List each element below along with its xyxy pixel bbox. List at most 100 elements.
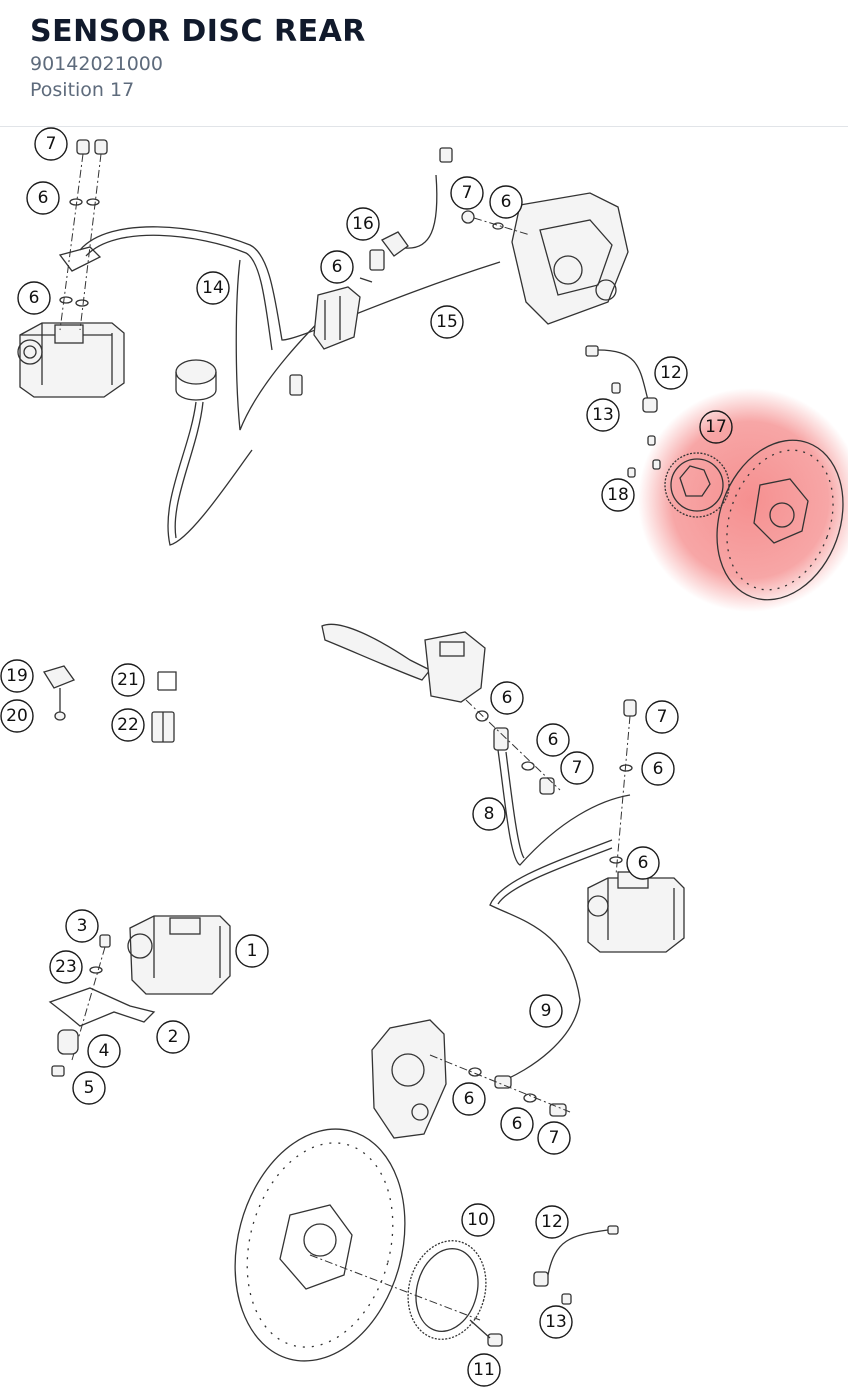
svg-text:8: 8 bbox=[484, 804, 495, 824]
callout-13[interactable]: 13 bbox=[586, 398, 620, 432]
sensor-12-top[interactable] bbox=[585, 345, 661, 478]
svg-text:6: 6 bbox=[653, 759, 664, 779]
master-cylinder-top[interactable] bbox=[289, 286, 361, 396]
callout-10[interactable]: 10 bbox=[461, 1203, 495, 1237]
brake-disc-front[interactable] bbox=[210, 1110, 481, 1380]
svg-text:6: 6 bbox=[548, 730, 559, 750]
svg-text:11: 11 bbox=[473, 1360, 495, 1380]
svg-text:6: 6 bbox=[38, 188, 49, 208]
callout-6[interactable]: 6 bbox=[641, 752, 675, 786]
svg-text:3: 3 bbox=[77, 916, 88, 936]
svg-text:1: 1 bbox=[247, 941, 258, 961]
abs-unit-top[interactable] bbox=[17, 322, 125, 398]
callout-8[interactable]: 8 bbox=[472, 797, 506, 831]
svg-text:13: 13 bbox=[592, 405, 614, 425]
part-position: Position 17 bbox=[30, 79, 135, 101]
callout-7[interactable]: 7 bbox=[560, 751, 594, 785]
svg-text:7: 7 bbox=[549, 1128, 560, 1148]
callout-21[interactable]: 21 bbox=[111, 663, 145, 697]
svg-text:22: 22 bbox=[117, 715, 139, 735]
sensor-disc-rear[interactable] bbox=[664, 452, 730, 518]
callout-6[interactable]: 6 bbox=[489, 185, 523, 219]
callout-6[interactable]: 6 bbox=[320, 250, 354, 284]
callout-15[interactable]: 15 bbox=[430, 305, 464, 339]
svg-text:2: 2 bbox=[168, 1027, 179, 1047]
callout-6[interactable]: 6 bbox=[452, 1082, 486, 1116]
svg-text:12: 12 bbox=[660, 363, 682, 383]
svg-text:14: 14 bbox=[202, 278, 224, 298]
callout-13[interactable]: 13 bbox=[539, 1305, 573, 1339]
svg-text:19: 19 bbox=[6, 666, 28, 686]
svg-text:17: 17 bbox=[705, 417, 727, 437]
callout-17[interactable]: 17 bbox=[699, 410, 733, 444]
callout-14[interactable]: 14 bbox=[196, 271, 230, 305]
callout-7[interactable]: 7 bbox=[34, 127, 68, 161]
svg-text:16: 16 bbox=[352, 214, 374, 234]
abs-unit-bottom[interactable] bbox=[127, 915, 231, 995]
brake-disc-rear[interactable] bbox=[696, 422, 848, 617]
svg-text:6: 6 bbox=[502, 688, 513, 708]
svg-text:10: 10 bbox=[467, 1210, 489, 1230]
sensor-16[interactable] bbox=[359, 147, 453, 283]
callout-12[interactable]: 12 bbox=[654, 356, 688, 390]
callout-2[interactable]: 2 bbox=[156, 1020, 190, 1054]
abs-unit-middle[interactable] bbox=[587, 871, 685, 953]
brake-line-8[interactable] bbox=[497, 749, 631, 866]
callout-23[interactable]: 23 bbox=[49, 950, 83, 984]
caliper-front[interactable] bbox=[371, 1019, 571, 1139]
banjo-front[interactable] bbox=[465, 699, 561, 795]
brake-lines-top[interactable] bbox=[79, 226, 501, 431]
callout-6[interactable]: 6 bbox=[26, 181, 60, 215]
callout-12[interactable]: 12 bbox=[535, 1205, 569, 1239]
svg-text:5: 5 bbox=[84, 1078, 95, 1098]
brake-line-9[interactable] bbox=[489, 839, 613, 1083]
callout-6[interactable]: 6 bbox=[536, 723, 570, 757]
callout-1[interactable]: 1 bbox=[235, 934, 269, 968]
svg-text:7: 7 bbox=[46, 134, 57, 154]
reservoir[interactable] bbox=[167, 359, 253, 546]
callout-5[interactable]: 5 bbox=[72, 1071, 106, 1105]
callout-20[interactable]: 20 bbox=[0, 699, 34, 733]
svg-text:23: 23 bbox=[55, 957, 77, 977]
bolts-top-left[interactable] bbox=[59, 139, 108, 331]
bracket-2[interactable] bbox=[48, 987, 156, 1027]
svg-text:12: 12 bbox=[541, 1212, 563, 1232]
callout-18[interactable]: 18 bbox=[601, 478, 635, 512]
callout-9[interactable]: 9 bbox=[529, 994, 563, 1028]
sensor-disc-front[interactable] bbox=[397, 1232, 496, 1348]
part-number: 90142021000 bbox=[30, 53, 163, 75]
caliper-top[interactable] bbox=[461, 192, 629, 325]
bolts-middle[interactable] bbox=[609, 699, 637, 876]
part-22[interactable] bbox=[151, 711, 175, 743]
part-21[interactable] bbox=[157, 671, 177, 691]
callout-6[interactable]: 6 bbox=[490, 681, 524, 715]
brake-lever[interactable] bbox=[321, 623, 486, 703]
callout-7[interactable]: 7 bbox=[537, 1121, 571, 1155]
callout-11[interactable]: 11 bbox=[467, 1353, 501, 1387]
svg-text:9: 9 bbox=[541, 1001, 552, 1021]
svg-text:7: 7 bbox=[657, 707, 668, 727]
svg-text:4: 4 bbox=[99, 1041, 110, 1061]
callout-6[interactable]: 6 bbox=[17, 281, 51, 315]
callout-3[interactable]: 3 bbox=[65, 909, 99, 943]
callout-6[interactable]: 6 bbox=[626, 846, 660, 880]
callout-7[interactable]: 7 bbox=[450, 176, 484, 210]
highlight-position-17[interactable] bbox=[638, 388, 848, 612]
callout-16[interactable]: 16 bbox=[346, 207, 380, 241]
callout-6[interactable]: 6 bbox=[500, 1107, 534, 1141]
callout-19[interactable]: 19 bbox=[0, 659, 34, 693]
svg-text:13: 13 bbox=[545, 1312, 567, 1332]
svg-text:6: 6 bbox=[332, 257, 343, 277]
bolt-11[interactable] bbox=[469, 1319, 503, 1347]
svg-text:6: 6 bbox=[501, 192, 512, 212]
svg-text:6: 6 bbox=[29, 288, 40, 308]
callout-22[interactable]: 22 bbox=[111, 708, 145, 742]
part-19[interactable] bbox=[42, 665, 76, 721]
callout-4[interactable]: 4 bbox=[87, 1034, 121, 1068]
svg-text:7: 7 bbox=[462, 183, 473, 203]
nut-5[interactable] bbox=[51, 1065, 65, 1077]
callout-7[interactable]: 7 bbox=[645, 700, 679, 734]
bracket-top[interactable] bbox=[58, 246, 102, 272]
damper-4[interactable] bbox=[57, 1029, 79, 1055]
sensor-12-bottom[interactable] bbox=[533, 1225, 619, 1305]
